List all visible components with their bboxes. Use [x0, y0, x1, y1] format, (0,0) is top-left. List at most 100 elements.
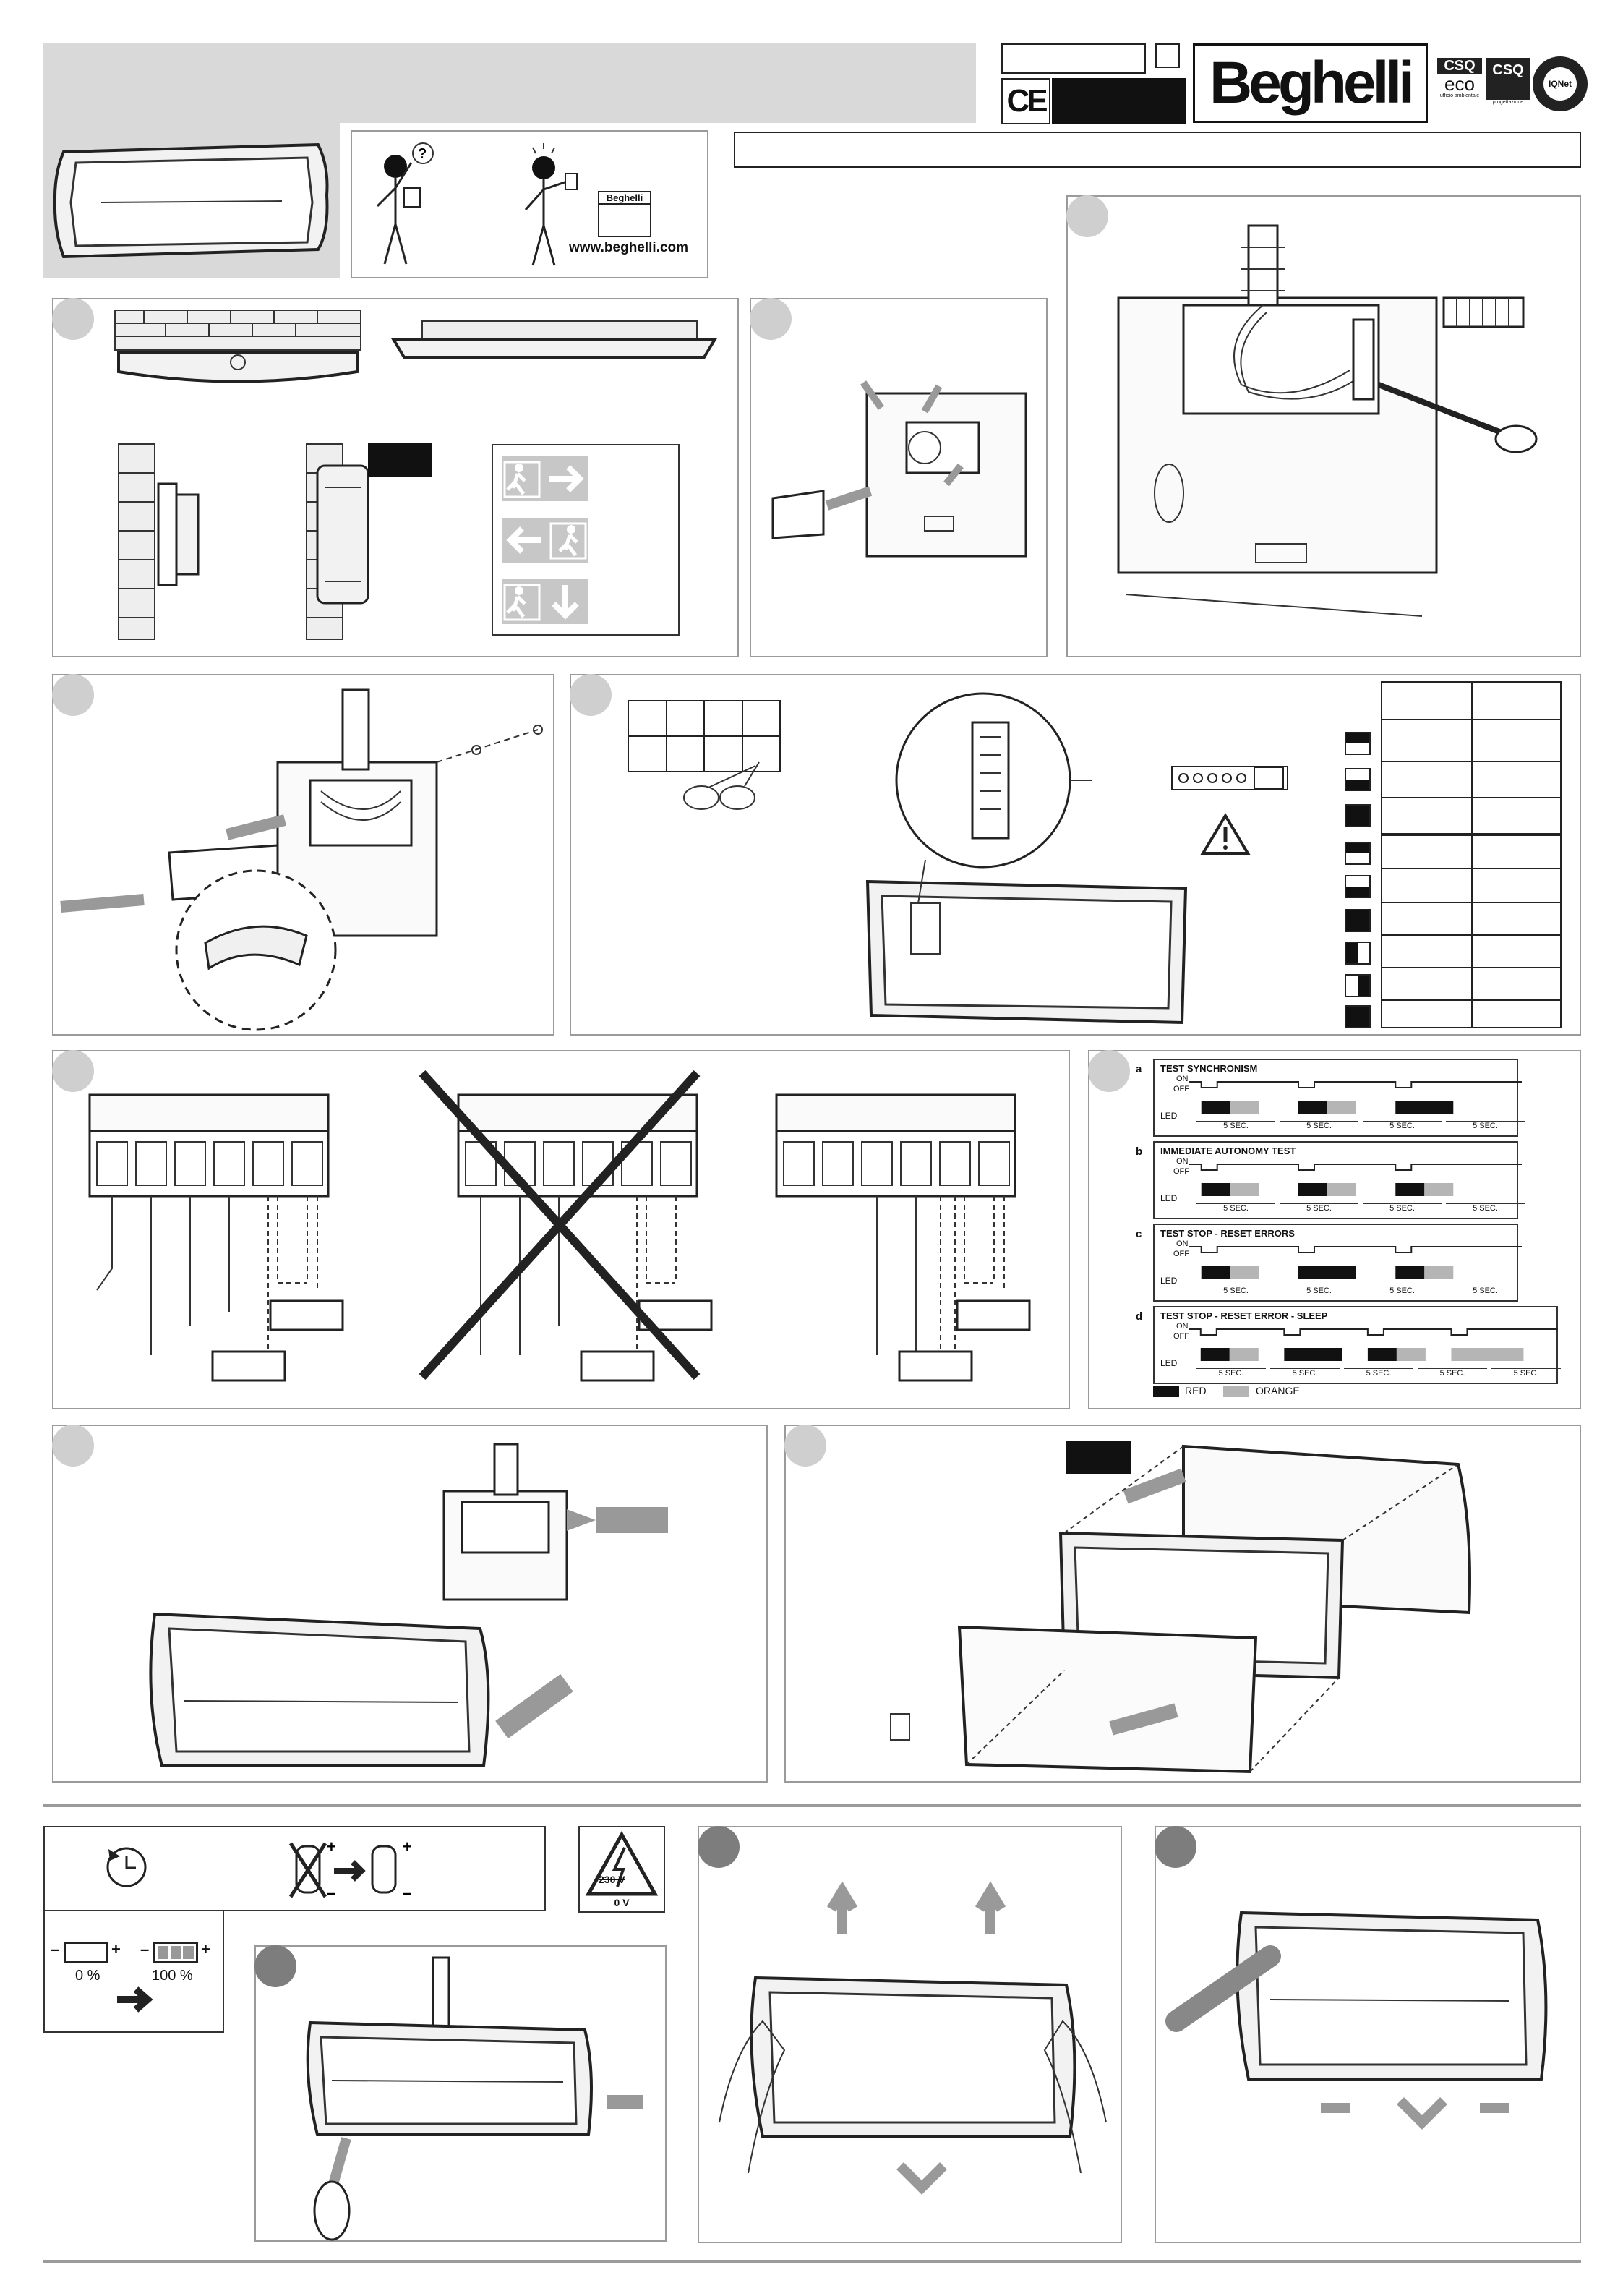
led-interval-label: 5 SEC.: [1446, 1121, 1525, 1130]
ce-mark: CE: [1001, 78, 1050, 124]
wrong-cross-icon: [419, 1070, 701, 1380]
dip-switch-config-panel: [570, 674, 1581, 1036]
person-idea-icon: [524, 143, 578, 266]
terminal-block-wrong: [419, 1070, 713, 1382]
address-callouts: [683, 761, 760, 810]
legend-red-label: RED: [1185, 1385, 1207, 1396]
led-color-block: [1396, 1348, 1426, 1361]
voltage-low-label: 0 V: [614, 1897, 630, 1908]
step-marker-1: [52, 298, 94, 340]
high-voltage-warning-icon: [585, 1830, 659, 1896]
header-blank-field: [1001, 43, 1146, 74]
cert-eco-caption: ufficio ambientale: [1439, 93, 1480, 98]
led-section-letter: d: [1136, 1310, 1143, 1323]
product-lamp-photo: [53, 142, 329, 259]
battery-access-diagram: [306, 1956, 643, 2241]
website-url: www.beghelli.com: [569, 240, 689, 255]
led-color-block: [1298, 1183, 1327, 1196]
led-section-box: [1153, 1306, 1558, 1384]
led-section-letter: a: [1136, 1063, 1142, 1075]
step-marker-8: [52, 1425, 94, 1467]
led-interval-label: 5 SEC.: [1280, 1203, 1358, 1213]
led-section-box: [1153, 1224, 1518, 1302]
battery-new-minus: –: [403, 1884, 411, 1902]
legend-red-swatch: [1153, 1386, 1179, 1397]
step-marker-12: [1155, 1826, 1196, 1868]
battery-old-plus: +: [327, 1838, 336, 1856]
header-black-block: [1052, 78, 1186, 124]
led-interval-label: 5 SEC.: [1446, 1203, 1525, 1213]
base-fixing-panel: [52, 674, 554, 1036]
led-color-block: [1230, 1101, 1259, 1114]
led-color-block: [1395, 1101, 1454, 1114]
dip-icon-9: [1345, 1005, 1371, 1028]
led-interval-label: 5 SEC.: [1363, 1121, 1442, 1130]
dip-setting-table: [1345, 681, 1562, 1028]
terminal-wiring-diagram: [1117, 224, 1538, 617]
brand-logo-text: Beghelli: [1209, 50, 1415, 116]
lamp-detach-diagram: [1165, 1911, 1548, 2130]
battery-old-minus: –: [327, 1884, 335, 1902]
battery-access-panel: [254, 1945, 667, 2242]
recessed-mount-diagram: [390, 320, 718, 359]
battery-empty-minus: –: [51, 1940, 60, 1958]
led-timing-signal: [1189, 1246, 1522, 1279]
step-marker-11: [698, 1826, 740, 1868]
led-section-letter: c: [1136, 1228, 1142, 1240]
diffuser-assembly-panel: [784, 1425, 1581, 1783]
brand-logo: Beghelli: [1193, 43, 1428, 123]
led-on-label: ON: [1176, 1239, 1189, 1248]
led-color-block: [1327, 1101, 1356, 1114]
led-color-block: [1395, 1183, 1425, 1196]
person-confused-icon: ?: [376, 142, 434, 265]
lamp-attach-diagram: [149, 1443, 668, 1767]
open-base-panel: [750, 298, 1048, 657]
wall-mount-side-diagram: [118, 443, 200, 640]
step-marker-4: [52, 674, 94, 716]
cert-csq-eco: CSQ eco ufficio ambientale: [1437, 58, 1482, 114]
battery-info-box: + – + – + – + – 0 % 100 %: [43, 1826, 546, 2033]
address-grid-table: [628, 700, 781, 772]
led-off-label: OFF: [1173, 1085, 1189, 1093]
led-signal-path: [1189, 1164, 1522, 1171]
led-color-block: [1298, 1266, 1356, 1279]
cert-eco-label: eco: [1444, 73, 1475, 95]
beghelli-booklet-icon: Beghelli: [598, 191, 651, 237]
iqnet-label: IQNet: [1548, 79, 1572, 89]
led-row-label: LED: [1160, 1193, 1178, 1203]
led-section-title: TEST SYNCHRONISM: [1160, 1063, 1258, 1074]
led-interval-label: 5 SEC.: [1363, 1203, 1442, 1213]
booklet-brand-label: Beghelli: [599, 192, 650, 205]
led-section-title: TEST STOP - RESET ERRORS: [1160, 1228, 1295, 1239]
led-row-label: LED: [1160, 1111, 1178, 1121]
iqnet-seal: IQNet: [1533, 56, 1588, 111]
led-color-block: [1494, 1348, 1524, 1361]
diffuser-removal-diagram: [719, 1881, 1107, 2195]
led-timing-signal: [1189, 1328, 1558, 1361]
cert-csq-2: CSQ progettazione: [1486, 58, 1530, 114]
battery-new-plus: +: [403, 1838, 412, 1856]
step-marker-9: [784, 1425, 826, 1467]
divider-top: [43, 1804, 1581, 1807]
battery-full-plus: +: [201, 1940, 210, 1958]
led-color-block: [1327, 1183, 1356, 1196]
diffuser-removal-panel: [698, 1826, 1122, 2243]
led-timing-signal: [1189, 1081, 1522, 1114]
led-row-label: LED: [1160, 1276, 1178, 1286]
led-interval-label: 5 SEC.: [1446, 1286, 1525, 1295]
cert-csq-label: CSQ: [1437, 58, 1482, 74]
led-color-block: [1201, 1183, 1230, 1196]
terminal-block-correct-2: [775, 1093, 1031, 1382]
led-color-block: [1424, 1266, 1454, 1279]
terminal-block-correct-1: [88, 1093, 344, 1382]
warning-triangle-icon: [1200, 813, 1251, 855]
led-off-label: OFF: [1173, 1332, 1189, 1341]
dip-icon-3: [1345, 804, 1371, 827]
led-interval-label: 5 SEC.: [1196, 1203, 1275, 1213]
charge-arrow-icon: [117, 1986, 153, 2013]
lamp-detach-panel: [1155, 1826, 1581, 2243]
lamp-attach-panel: [52, 1425, 768, 1783]
